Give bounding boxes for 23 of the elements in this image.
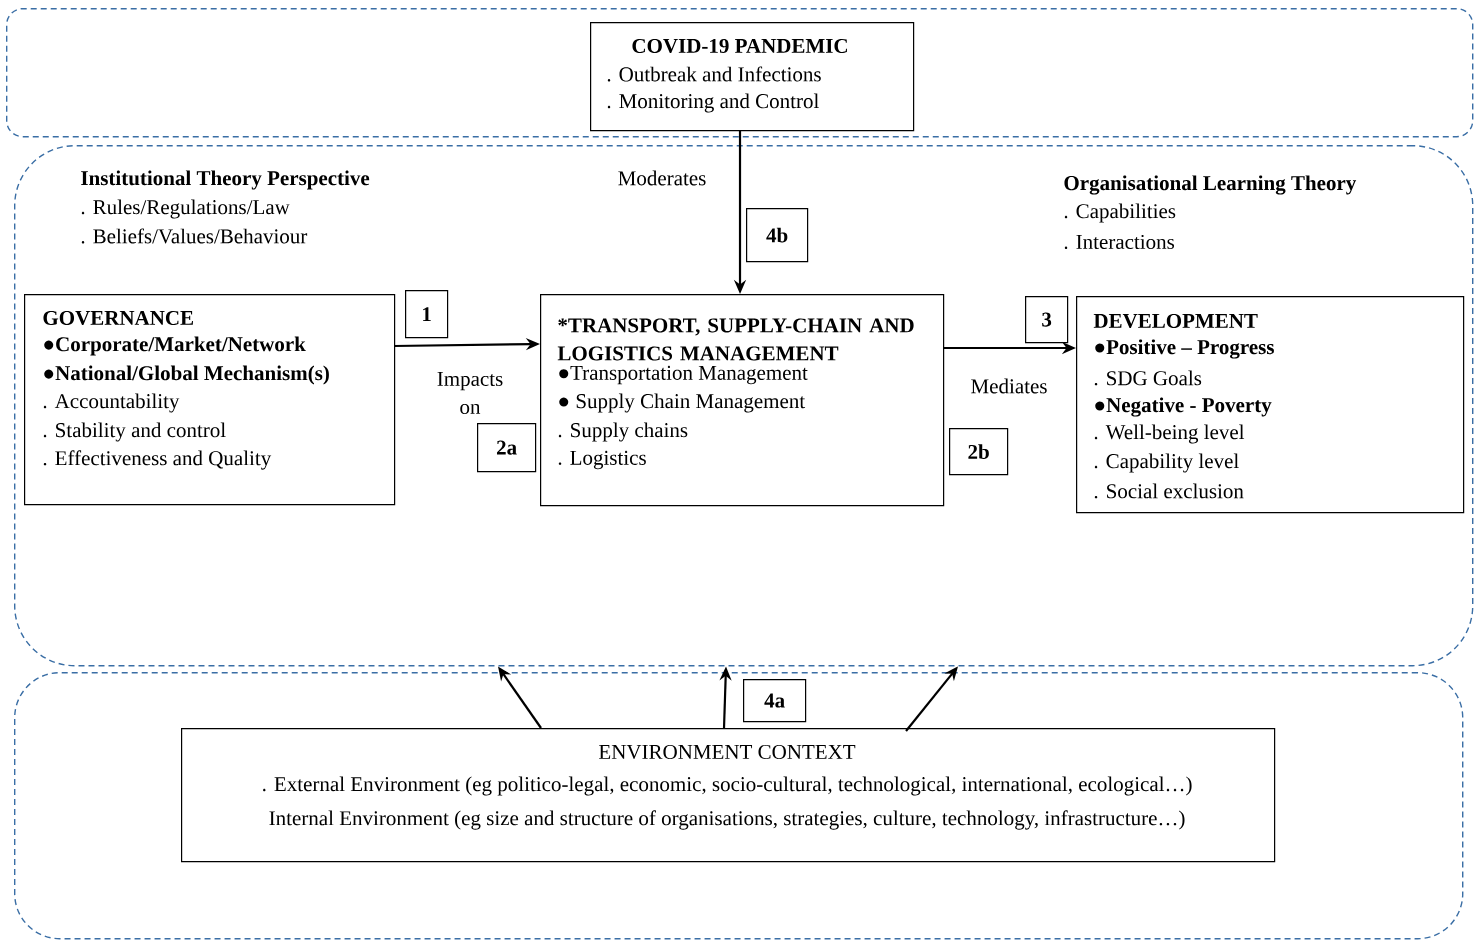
theory-heading: Organisational Learning Theory [1064, 175, 1357, 195]
edge-label: Moderates [615, 168, 709, 188]
edge-label: Mediates [968, 376, 1050, 396]
pandemic-box: COVID-19 PANDEMIC . Outbreak and Infections . Monitoring and Control [590, 21, 915, 132]
theory-item: . Rules/Regulations/Law [81, 199, 290, 219]
management-box: *TRANSPORT, SUPPLY-CHAIN AND LOGISTICS MANAGEMENT ●Transportation Management ● Supply Chain Management . Supply chains . Logistics [540, 294, 945, 507]
environment-box: ENVIRONMENT CONTEXT . External Environment (eg politico-legal, economic, socio-cultural, technological, international, ecological…) Internal Environment (eg size and structure of organisations, strategies, culture, technology, infrastructure…) [181, 728, 1276, 863]
governance-box: GOVERNANCE ●Corporate/Market/Network ●National/Global Mechanism(s) . Accountability . Stability and control . Effectiveness and Quality [24, 294, 396, 506]
number-box: 3 [1025, 296, 1069, 344]
theory-heading: Institutional Theory Perspective [81, 170, 370, 190]
theory-item: . Capabilities [1064, 203, 1176, 223]
region-outline [14, 672, 1464, 940]
edge-label: Impacts on [423, 370, 517, 416]
number-box: 2b [949, 428, 1009, 476]
region-outline [14, 145, 1474, 667]
number-box: 2a [477, 423, 537, 473]
region-outline [6, 7, 1474, 138]
number-box: 4a [743, 679, 807, 723]
development-box: DEVELOPMENT ●Positive – Progress . SDG Goals ●Negative - Poverty . Well-being level . Capability level . Social exclusion [1076, 296, 1465, 514]
theory-item: . Interactions [1064, 234, 1175, 250]
number-box: 1 [405, 290, 449, 339]
number-box: 4b [746, 208, 809, 263]
theory-item: . Beliefs/Values/Behaviour [81, 228, 308, 244]
